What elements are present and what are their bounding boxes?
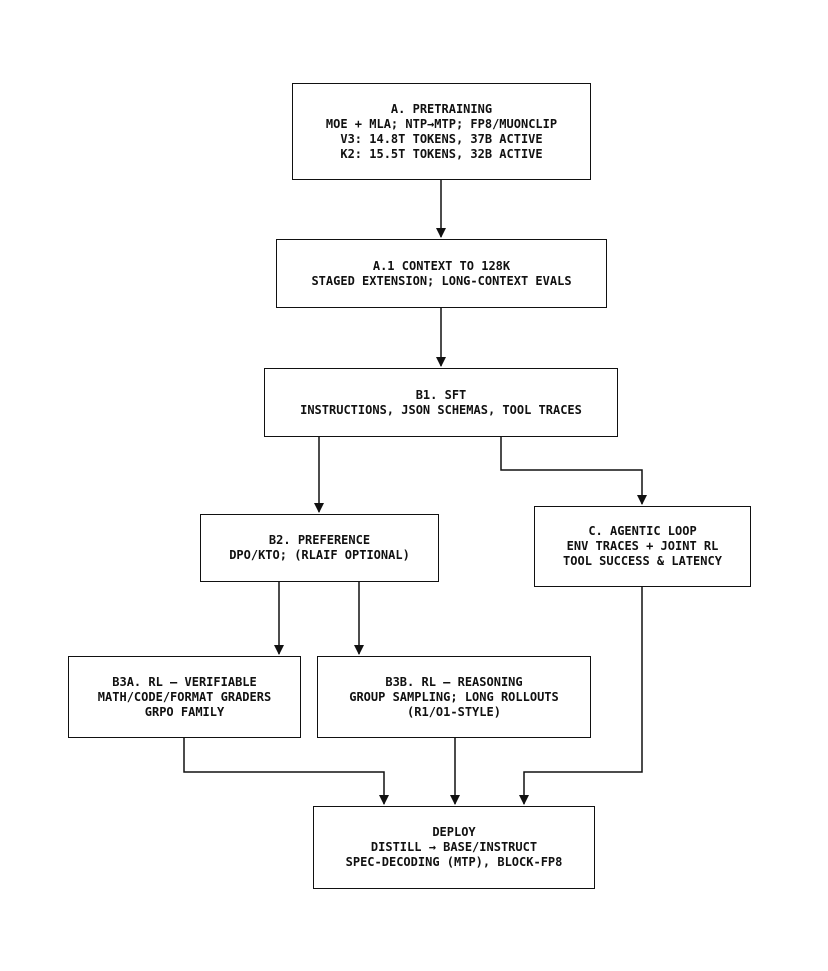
node-rl-verifiable-line-3: GRPO FAMILY [144, 704, 225, 719]
node-preference-line-2: DPO/KTO; (RLAIF OPTIONAL) [229, 548, 410, 562]
edge-rl-verifiable-to-deploy [183, 738, 389, 805]
node-rl-verifiable-title: B3A. RL — VERIFIABLE [112, 674, 257, 689]
node-sft-title: B1. SFT [415, 387, 467, 402]
node-pretraining-line-3: V3: 14.8T TOKENS, 37B ACTIVE [340, 131, 543, 146]
node-rl-reasoning-title: B3B. RL — REASONING [385, 674, 523, 689]
node-context: A.1 CONTEXT TO 128K STAGED EXTENSION; LO… [276, 239, 607, 308]
node-context-line-2: STAGED EXTENSION; LONG-CONTEXT EVALS [311, 273, 572, 288]
edge-agentic-to-deploy [519, 587, 643, 805]
node-rl-reasoning: B3B. RL — REASONING GROUP SAMPLING; LONG… [317, 656, 591, 738]
node-sft: B1. SFT INSTRUCTIONS, JSON SCHEMAS, TOOL… [264, 368, 618, 437]
node-preference: B2. PREFERENCE DPO/KTO; (RLAIF OPTIONAL) [200, 514, 439, 582]
edge-sft-to-agentic [500, 437, 647, 505]
node-pretraining: A. PRETRAINING MOE + MLA; NTP→MTP; FP8/M… [292, 83, 591, 180]
node-rl-reasoning-line-2: GROUP SAMPLING; LONG ROLLOUTS [349, 689, 559, 704]
node-pretraining-line-2: MOE + MLA; NTP→MTP; FP8/MUONCLIP [325, 116, 558, 131]
node-pretraining-title: A. PRETRAINING [390, 101, 493, 116]
node-deploy: DEPLOY DISTILL → BASE/INSTRUCT SPEC-DECO… [313, 806, 595, 889]
node-deploy-title: DEPLOY [432, 825, 476, 839]
node-agentic: C. AGENTIC LOOP ENV TRACES + JOINT RL TO… [534, 506, 751, 587]
node-deploy-line-2: DISTILL → BASE/INSTRUCT [370, 840, 538, 854]
node-rl-verifiable-line-2: MATH/CODE/FORMAT GRADERS [97, 689, 272, 704]
node-sft-line-2: INSTRUCTIONS, JSON SCHEMAS, TOOL TRACES [300, 402, 582, 417]
node-preference-title: B2. PREFERENCE [268, 533, 371, 547]
node-rl-verifiable: B3A. RL — VERIFIABLE MATH/CODE/FORMAT GR… [68, 656, 301, 738]
node-context-title: A.1 CONTEXT TO 128K [372, 258, 511, 273]
node-pretraining-line-4: K2: 15.5T TOKENS, 32B ACTIVE [340, 146, 543, 161]
node-agentic-line-3: TOOL SUCCESS & LATENCY [563, 554, 722, 568]
node-agentic-line-2: ENV TRACES + JOINT RL [566, 539, 719, 553]
node-rl-reasoning-line-3: (R1/O1-STYLE) [407, 704, 501, 719]
node-deploy-line-3: SPEC-DECODING (MTP), BLOCK-FP8 [345, 855, 563, 869]
node-agentic-title: C. AGENTIC LOOP [588, 524, 697, 538]
